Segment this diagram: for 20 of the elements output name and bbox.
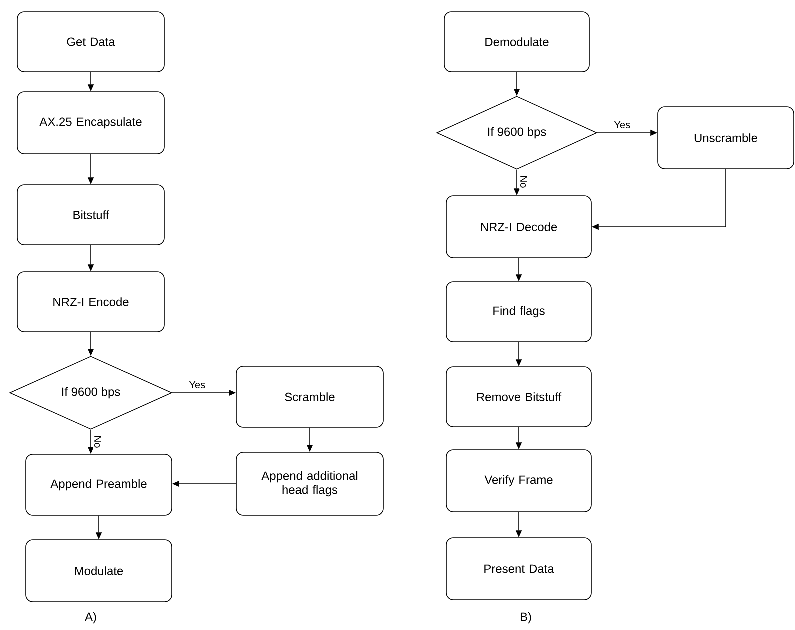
process-box: Present Data bbox=[446, 538, 592, 600]
process-box: Remove Bitstuff bbox=[446, 366, 592, 428]
process-box: Modulate bbox=[26, 540, 172, 602]
process-box: Scramble bbox=[236, 366, 384, 428]
edge-label: Yes bbox=[188, 380, 207, 390]
edge-label: No bbox=[520, 174, 528, 190]
process-box: Bitstuff bbox=[17, 184, 165, 246]
process-box: NRZ-I Encode bbox=[17, 272, 165, 332]
edge-label: Yes bbox=[613, 120, 632, 130]
process-box: NRZ-I Decode bbox=[446, 196, 592, 258]
process-box: Unscramble bbox=[658, 106, 794, 170]
process-box: Find flags bbox=[446, 282, 592, 342]
process-box: Demodulate bbox=[444, 12, 590, 72]
process-box: Append additional head flags bbox=[236, 452, 384, 516]
process-box: AX.25 Encapsulate bbox=[17, 92, 165, 154]
panel-label: B) bbox=[521, 612, 532, 624]
edge-label: No bbox=[94, 434, 102, 450]
process-box: Verify Frame bbox=[446, 450, 592, 512]
process-box: Append Preamble bbox=[26, 454, 172, 516]
process-box: Get Data bbox=[17, 12, 165, 72]
